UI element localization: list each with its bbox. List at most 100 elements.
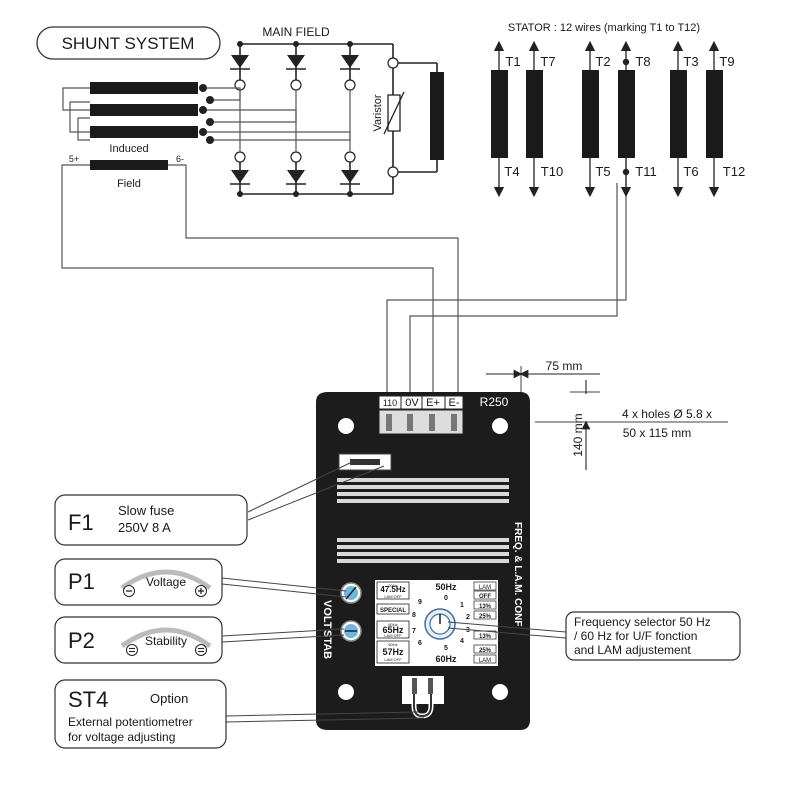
- terminal-top-2: T7: [540, 54, 555, 69]
- dial-num-7: 7: [412, 628, 416, 635]
- callout-p2: P2 Stability: [54, 616, 223, 664]
- callout-freq-line2: / 60 Hz for U/F fonction: [574, 629, 697, 643]
- stator-winding-2: [526, 40, 543, 198]
- dial-num-2: 2: [466, 614, 470, 621]
- callout-freq-line3: and LAM adjustement: [574, 643, 691, 657]
- diode-bottom-2: [286, 151, 306, 194]
- terminal-e-plus: E+: [426, 397, 440, 409]
- sel-left-3-sub: LAM OFF: [384, 657, 402, 662]
- plus-icon: [195, 585, 207, 597]
- heatsink: [337, 477, 509, 565]
- callout-f1-line2: 250V 8 A: [118, 520, 171, 535]
- terminal-top-6: T9: [719, 54, 734, 69]
- sel-right-2: 13%: [479, 604, 492, 610]
- diode-bridge: [206, 41, 393, 197]
- dial-num-5: 5: [444, 645, 448, 652]
- voltage-pot[interactable]: [340, 582, 362, 604]
- dial-num-8: 8: [412, 612, 416, 619]
- sel-left-1: SPECIAL: [380, 608, 406, 614]
- st4-jumper[interactable]: [402, 676, 444, 719]
- varistor: Varistor: [372, 44, 444, 194]
- callout-p1-knob: Voltage: [146, 575, 186, 589]
- terminal-bottom-6: T12: [723, 164, 745, 179]
- sel-bottom-60hz: 60Hz: [435, 654, 457, 664]
- sel-right-1: OFF: [479, 594, 491, 600]
- terminal-block: 110 0V E+ E-: [378, 395, 464, 435]
- main-field-winding: [430, 72, 444, 160]
- stator-windings: T1 T7 T2 T8 T3 T9 T4 T10 T5 T11 T6 T12: [491, 40, 745, 198]
- dial-num-4: 4: [460, 638, 464, 645]
- sel-left-2-freq: 65Hz: [382, 625, 404, 635]
- terminal-top-3: T2: [595, 54, 610, 69]
- regulator-model: R250: [480, 395, 509, 409]
- sel-top-50hz: 50Hz: [435, 582, 457, 592]
- frequency-selector-panel: 47.5Hz LAM OFF 50Hz SPECIAL 60Hz 65Hz LA…: [375, 580, 498, 666]
- equal-minus-icon: [126, 644, 138, 656]
- sel-right-5: 25%: [479, 648, 492, 654]
- dial-num-9: 9: [418, 599, 422, 606]
- stator-winding-4: [618, 40, 635, 198]
- callout-st4-tag: ST4: [68, 687, 108, 712]
- terminal-bottom-4: T11: [635, 164, 656, 179]
- callout-p2-tag: P2: [68, 628, 95, 653]
- dial-num-3: 3: [466, 627, 470, 634]
- minus-icon: [123, 585, 135, 597]
- terminal-110: 110: [383, 398, 397, 408]
- callout-st4-line2: for voltage adjusting: [68, 730, 175, 744]
- induced-windings: Induced: [62, 82, 214, 155]
- diode-top-2: [286, 44, 306, 91]
- sel-right-4: 13%: [479, 634, 492, 640]
- main-field-label: MAIN FIELD: [262, 25, 330, 39]
- sel-left-0-small: 50Hz: [388, 583, 397, 588]
- sel-right-3: 25%: [479, 614, 492, 620]
- rotary-selector-dial[interactable]: [424, 608, 456, 640]
- diode-bottom-1: [230, 151, 250, 194]
- callout-leaders: [221, 461, 567, 723]
- terminal-top-1: T1: [505, 54, 520, 69]
- callout-freq-line1: Frequency selector 50 Hz: [574, 615, 711, 629]
- page-title: SHUNT SYSTEM: [62, 34, 195, 53]
- stator-winding-5: [670, 40, 687, 198]
- stab-label: STAB: [321, 630, 333, 659]
- callout-st4-option: Option: [150, 691, 188, 706]
- sel-left-2-small: 60Hz: [388, 622, 397, 627]
- holes-line-1: 4 x holes Ø 5.8 x: [622, 407, 712, 421]
- title-badge: SHUNT SYSTEM: [36, 26, 221, 60]
- terminal-top-5: T3: [683, 54, 698, 69]
- terminal-bottom-5: T6: [683, 164, 698, 179]
- exciter-field: 5+ 6- Field: [61, 154, 459, 400]
- callout-frequency: Frequency selector 50 Hz / 60 Hz for U/F…: [565, 611, 741, 661]
- sel-left-3-freq: 57Hz: [382, 647, 404, 657]
- stator-winding-3: [582, 40, 599, 198]
- width-dimension: 75 mm: [546, 359, 583, 373]
- callout-st4: ST4 Option External potentiometrer for v…: [54, 679, 227, 749]
- callout-f1-line1: Slow fuse: [118, 503, 174, 518]
- stability-pot[interactable]: [340, 620, 362, 642]
- freq-lam-label: FREQ. & L.A.M. CONF: [512, 522, 523, 626]
- fuse-f1: [338, 453, 392, 471]
- field-label: Field: [117, 178, 141, 190]
- callout-p2-knob: Stability: [145, 634, 187, 648]
- callout-f1-tag: F1: [68, 510, 94, 535]
- terminal-e-minus: E-: [449, 397, 460, 409]
- callout-f1: F1 Slow fuse 250V 8 A: [54, 494, 248, 546]
- height-dimension: 140 mm: [571, 413, 585, 456]
- varistor-label: Varistor: [372, 94, 384, 131]
- dial-num-1: 1: [460, 602, 464, 609]
- sel-left-2-sub: LAM OFF: [384, 633, 402, 638]
- sel-right-0: LAM: [479, 585, 491, 591]
- field-plus-label: 5+: [69, 154, 79, 164]
- dial-num-6: 6: [418, 640, 422, 647]
- callout-st4-line1: External potentiometrer: [68, 715, 193, 729]
- terminal-top-4: T8: [635, 54, 650, 69]
- callout-p1-tag: P1: [68, 569, 95, 594]
- stator-winding-6: [706, 40, 723, 198]
- terminal-bottom-1: T4: [504, 164, 519, 179]
- regulator-board: 110 0V E+ E- R250 V: [316, 392, 530, 730]
- sel-right-6: LAM: [479, 658, 491, 664]
- stator-caption: STATOR : 12 wires (marking T1 to T12): [508, 22, 700, 34]
- terminal-bottom-3: T5: [595, 164, 610, 179]
- callout-p1: P1 Voltage: [54, 558, 223, 606]
